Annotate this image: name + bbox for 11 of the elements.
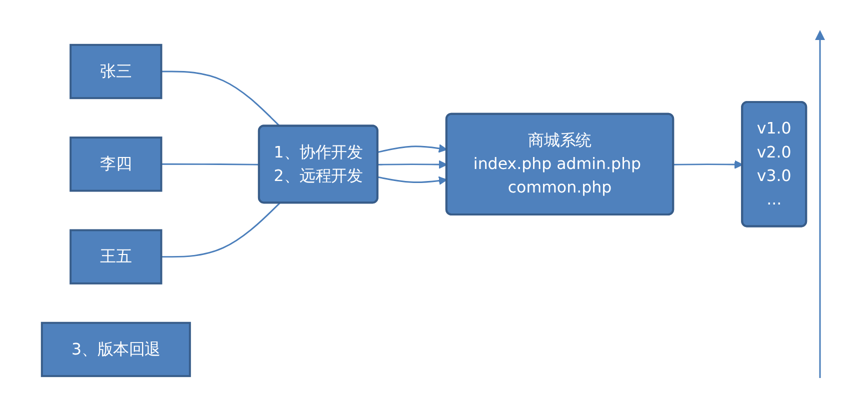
arrow bbox=[377, 144, 447, 152]
node-box: 李四 bbox=[69, 136, 162, 192]
connector bbox=[160, 162, 259, 165]
node-box: 王五 bbox=[69, 228, 162, 284]
connector bbox=[160, 70, 280, 126]
connector bbox=[160, 202, 280, 258]
arrow bbox=[377, 160, 447, 168]
node-box: 3、版本回退 bbox=[40, 321, 190, 377]
arrow bbox=[673, 160, 742, 168]
arrow bbox=[377, 176, 447, 184]
node-box: 张三 bbox=[69, 43, 162, 99]
